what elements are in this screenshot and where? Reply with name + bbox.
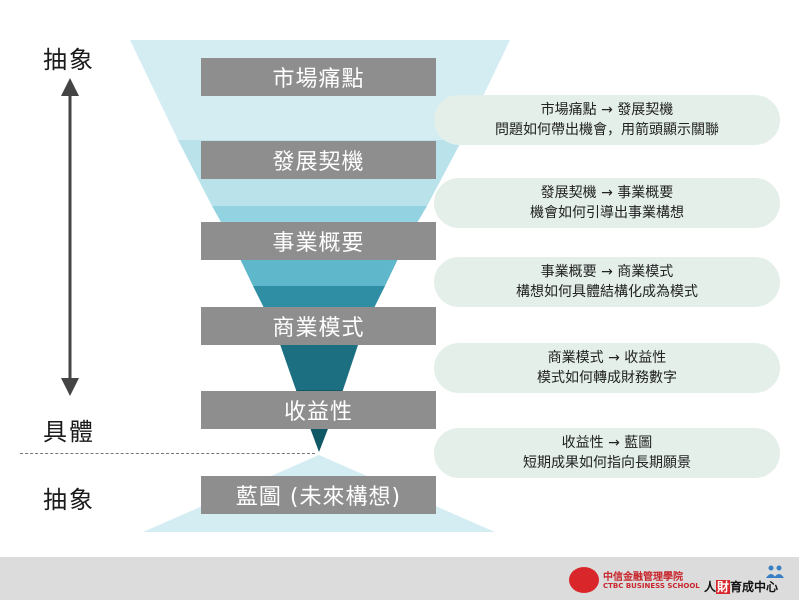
funnel-band-6 (275, 330, 363, 390)
note-title: 發展契機 → 事業概要 (540, 185, 674, 201)
stage-blueprint: 藍圖 (未來構想) (201, 476, 436, 514)
note-desc: 問題如何帶出機會，用箭頭顯示關聯 (495, 122, 719, 138)
ctbc-logo-icon (569, 567, 599, 593)
label-concrete: 具體 (43, 418, 95, 446)
dashed-divider (20, 453, 315, 454)
center-suffix: 育成中心 (730, 580, 779, 594)
arrow-up-head (61, 78, 79, 96)
note-profit-to-blueprint: 收益性 → 藍圖 短期成果如何指向長期願景 (434, 428, 780, 478)
note-model-to-profit: 商業模式 → 收益性 模式如何轉成財務數字 (434, 343, 780, 393)
note-desc: 模式如何轉成財務數字 (537, 370, 677, 386)
note-desc: 構想如何具體結構化成為模式 (516, 284, 698, 300)
note-overview-to-model: 事業概要 → 商業模式 構想如何具體結構化成為模式 (434, 257, 780, 307)
arrow-down-head (61, 378, 79, 396)
note-title: 收益性 → 藍圖 (561, 435, 653, 451)
people-icon (766, 565, 784, 578)
note-pain-to-opportunity: 市場痛點 → 發展契機 問題如何帶出機會，用箭頭顯示關聯 (434, 95, 780, 145)
footer-bar (0, 557, 799, 600)
stage-market-pain: 市場痛點 (201, 58, 436, 96)
label-abstract-bottom: 抽象 (43, 486, 95, 514)
center-prefix: 人 (704, 580, 717, 594)
label-abstract-top: 抽象 (43, 46, 95, 74)
stage-profitability: 收益性 (201, 391, 436, 429)
stage-business-overview: 事業概要 (201, 222, 436, 260)
note-title: 市場痛點 → 發展契機 (540, 102, 674, 118)
note-opportunity-to-overview: 發展契機 → 事業概要 機會如何引導出事業構想 (434, 178, 780, 228)
note-title: 商業模式 → 收益性 (547, 350, 667, 366)
stage-business-model: 商業模式 (201, 307, 436, 345)
center-highlight: 財 (716, 580, 731, 594)
talent-center-logo: 人財育成中心 (704, 578, 778, 595)
note-title: 事業概要 → 商業模式 (540, 264, 674, 280)
note-desc: 機會如何引導出事業構想 (530, 205, 684, 221)
school-name-zh: 中信金融管理學院 (603, 572, 683, 583)
stage-opportunity: 發展契機 (201, 141, 436, 179)
note-desc: 短期成果如何指向長期願景 (523, 455, 691, 471)
school-name-en: CTBC BUSINESS SCHOOL (603, 582, 700, 590)
